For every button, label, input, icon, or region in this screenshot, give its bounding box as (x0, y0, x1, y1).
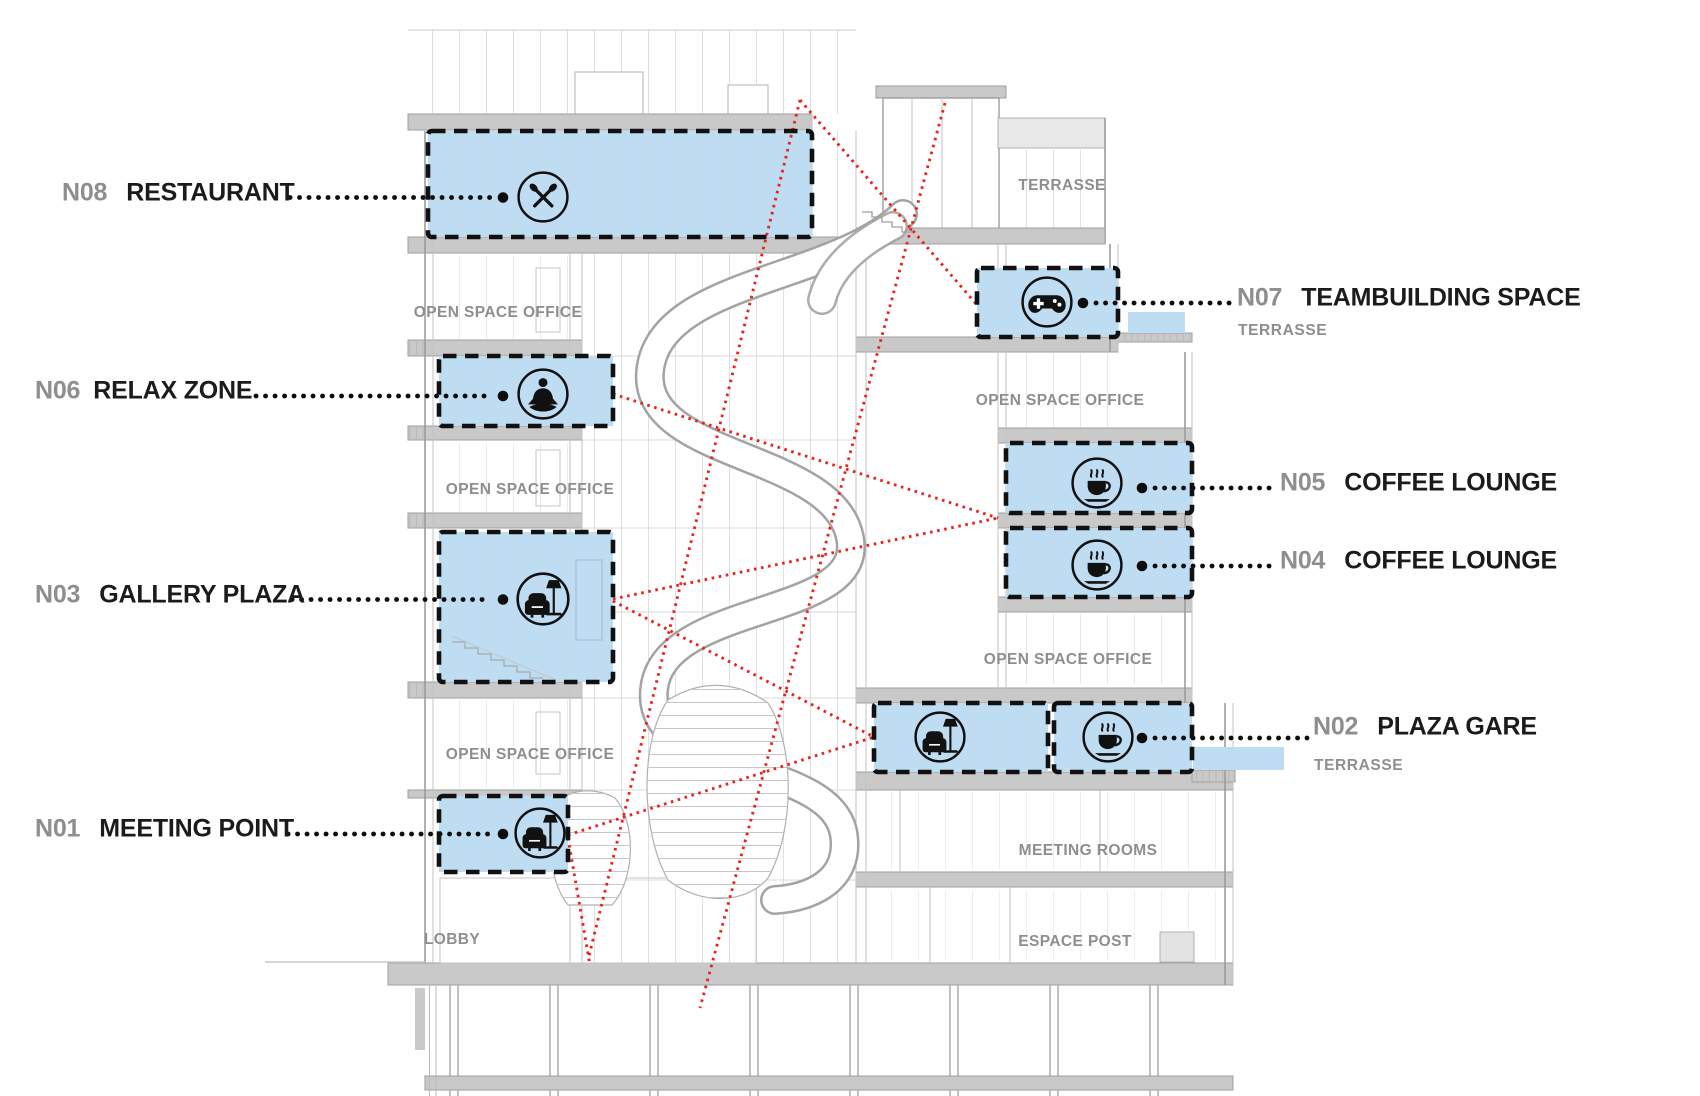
zone-label-n05: N05 COFFEE LOUNGE (1280, 469, 1557, 498)
zone-label-n07: N07 TEAMBUILDING SPACE (1237, 284, 1581, 313)
zone-label-n02: N02 PLAZA GARE (1313, 713, 1537, 742)
terrasse-label-n02: TERRASSE (1314, 757, 1404, 774)
zone-label-n08: N08 RESTAURANT (62, 179, 295, 208)
zone-number: N06 (35, 376, 81, 405)
zone-number: N03 (35, 580, 81, 609)
zone-name: GALLERY PLAZA (99, 580, 306, 609)
terrasse-label-n07: TERRASSE (1238, 322, 1328, 339)
room-label-open-space-office: OPEN SPACE OFFICE (983, 651, 1153, 668)
room-label-open-space-office: OPEN SPACE OFFICE (445, 746, 615, 763)
room-label-lobby: LOBBY (423, 931, 481, 948)
room-label-open-space-office: OPEN SPACE OFFICE (413, 304, 583, 321)
room-label-open-space-office: OPEN SPACE OFFICE (445, 481, 615, 498)
spiral-slide (550, 199, 918, 915)
zone-label-n01: N01 MEETING POINT (35, 815, 294, 844)
zone-name: PLAZA GARE (1377, 712, 1537, 741)
zone-name: RESTAURANT (126, 178, 295, 207)
zone-label-n06: N06 RELAX ZONE (35, 376, 253, 406)
zone-name: RELAX ZONE (93, 376, 253, 405)
terrasse-strip-n02 (1193, 747, 1284, 770)
room-label-terrasse-roof: TERRASSE (1018, 177, 1106, 194)
zone-borders (425, 128, 1195, 875)
zone-name: TEAMBUILDING SPACE (1301, 283, 1581, 312)
room-label-meeting-rooms: MEETING ROOMS (1018, 842, 1158, 859)
zone-number: N08 (62, 178, 108, 207)
zone-label-n03: N03 GALLERY PLAZA (35, 581, 305, 610)
zone-name: MEETING POINT (99, 814, 294, 843)
zone-number: N04 (1280, 546, 1326, 575)
zone-number: N02 (1313, 712, 1359, 741)
leader-lines (253, 192, 1310, 840)
zone-name: COFFEE LOUNGE (1344, 468, 1557, 497)
room-label-open-space-office: OPEN SPACE OFFICE (975, 392, 1145, 409)
sightlines (566, 99, 999, 1009)
zone-number: N07 (1237, 283, 1283, 312)
zone-number: N05 (1280, 468, 1326, 497)
zone-name: COFFEE LOUNGE (1344, 546, 1557, 575)
terrasse-strip-n07 (1128, 312, 1185, 333)
room-label-espace-post: ESPACE POST (1018, 933, 1132, 950)
zone-number: N01 (35, 814, 81, 843)
zone-label-n04: N04 COFFEE LOUNGE (1280, 547, 1557, 576)
